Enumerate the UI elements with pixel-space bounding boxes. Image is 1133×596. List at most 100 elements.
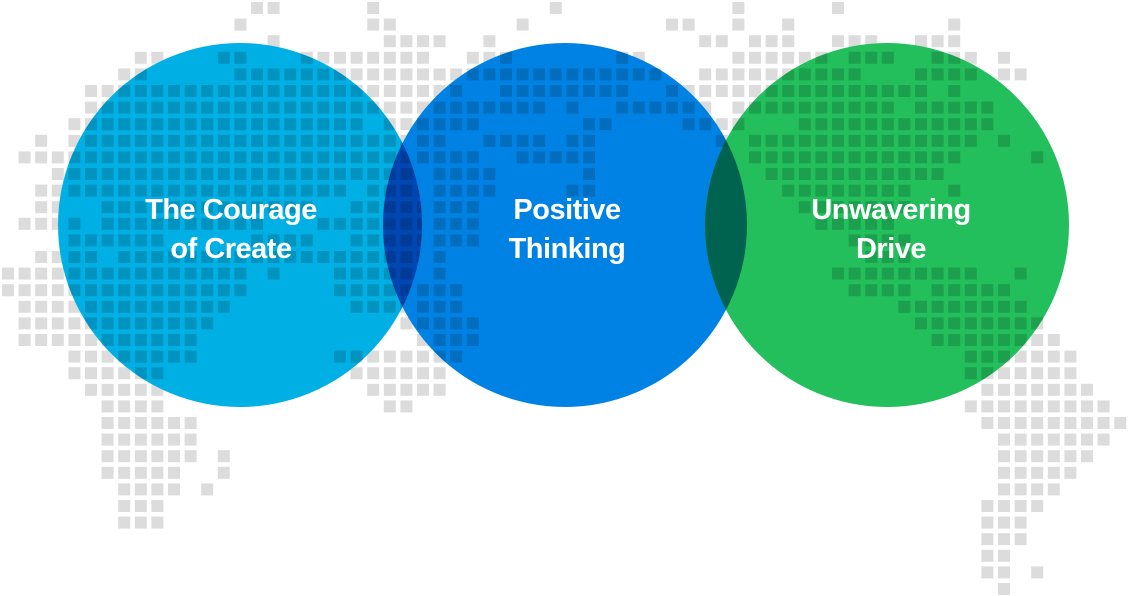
- map-dot: [1014, 383, 1027, 396]
- map-dot-tinted: [118, 184, 131, 197]
- map-dot-tinted: [417, 201, 422, 214]
- map-dot-tinted: [151, 350, 164, 363]
- map-dot-tinted: [815, 201, 828, 214]
- map-dot: [1114, 417, 1127, 429]
- map-dot-tinted: [101, 184, 114, 197]
- map-dot-tinted: [981, 317, 994, 330]
- map-dot-tinted: [217, 134, 230, 147]
- map-dot: [383, 85, 396, 97]
- map-dot-tinted: [284, 118, 297, 131]
- map-dot-tinted: [782, 168, 795, 180]
- map-dot: [998, 433, 1010, 446]
- map-dot-tinted: [466, 151, 479, 164]
- map-dot: [18, 267, 31, 280]
- map-dot-tinted: [782, 101, 795, 114]
- map-dot-tinted: [483, 68, 496, 81]
- map-dot: [1031, 450, 1044, 463]
- map-dot-tinted: [848, 234, 861, 247]
- map-dot-tinted: [798, 134, 811, 147]
- map-dot-tinted: [134, 317, 147, 330]
- map-dot: [101, 85, 114, 97]
- map-dot: [101, 350, 114, 363]
- map-dot-tinted: [798, 85, 811, 97]
- map-dot: [1031, 367, 1044, 380]
- map-dot-tinted: [798, 168, 811, 180]
- map-dot: [699, 68, 712, 81]
- map-dot-tinted: [583, 184, 595, 197]
- map-dot-tinted: [832, 168, 844, 180]
- map-dot: [134, 466, 147, 479]
- map-dot-tinted: [848, 68, 861, 81]
- map-dot-tinted: [334, 168, 346, 180]
- map-dot-tinted: [865, 284, 878, 297]
- map-dot-tinted: [350, 234, 363, 247]
- map-dot: [217, 450, 230, 463]
- map-dot-tinted: [599, 118, 612, 131]
- map-dot: [516, 18, 529, 31]
- map-dot-tinted: [184, 118, 197, 131]
- map-dot-tinted: [948, 101, 961, 114]
- map-dot: [350, 68, 363, 81]
- map-dot-tinted: [881, 51, 894, 64]
- tinted-dots-group: [68, 51, 422, 380]
- map-dot-tinted: [68, 284, 81, 297]
- map-dot: [998, 383, 1010, 396]
- map-dot: [134, 383, 147, 396]
- map-dot-tinted: [118, 334, 131, 346]
- map-dot: [699, 35, 712, 48]
- map-dot: [118, 433, 131, 446]
- map-dot: [732, 51, 745, 64]
- map-dot: [998, 466, 1010, 479]
- map-dot-tinted: [832, 151, 844, 164]
- map-dot: [948, 18, 961, 31]
- map-dot: [251, 2, 263, 14]
- map-dot-tinted: [85, 151, 97, 164]
- map-dot-tinted: [865, 217, 878, 230]
- map-dot-tinted: [234, 134, 247, 147]
- label-positive-line2: Thinking: [509, 233, 626, 265]
- map-dot: [383, 367, 396, 380]
- map-dot: [317, 51, 330, 64]
- map-dot-tinted: [101, 217, 114, 230]
- map-dot-tinted: [433, 118, 446, 131]
- map-dot-tinted: [417, 217, 422, 230]
- map-dot-tinted: [948, 68, 961, 81]
- map-dot-tinted: [417, 284, 429, 297]
- map-dot: [134, 450, 147, 463]
- map-dot-tinted: [201, 101, 214, 114]
- map-dot-tinted: [118, 101, 131, 114]
- map-dot-tinted: [85, 234, 97, 247]
- map-dot: [749, 51, 761, 64]
- map-dot: [715, 85, 728, 97]
- circle-courage: [58, 43, 422, 407]
- map-dot-tinted: [881, 217, 894, 230]
- map-dot: [35, 217, 48, 230]
- map-dot: [400, 85, 413, 97]
- map-dot-tinted: [217, 151, 230, 164]
- map-dot: [981, 533, 994, 546]
- map-dot-tinted: [201, 168, 214, 180]
- map-dot-tinted: [300, 118, 313, 131]
- map-dot: [134, 500, 147, 512]
- map-dot: [151, 500, 164, 512]
- map-dot-tinted: [234, 267, 247, 280]
- map-dot: [417, 383, 429, 396]
- map-dot-tinted: [101, 234, 114, 247]
- map-dot-tinted: [450, 350, 463, 363]
- map-dot: [1031, 334, 1044, 346]
- map-dot: [1014, 450, 1027, 463]
- map-dot-tinted: [383, 300, 396, 313]
- map-dot-tinted: [765, 134, 778, 147]
- map-dot-tinted: [948, 334, 961, 346]
- map-dot-tinted: [848, 184, 861, 197]
- map-dot-tinted: [881, 267, 894, 280]
- map-dot-tinted: [931, 300, 944, 313]
- map-dot-tinted: [599, 68, 612, 81]
- map-dot-tinted: [583, 151, 595, 164]
- map-dot-tinted: [317, 184, 330, 197]
- map-dot-tinted: [649, 68, 662, 81]
- map-dot-tinted: [898, 251, 911, 263]
- map-dot: [1081, 417, 1093, 429]
- map-dot: [433, 383, 446, 396]
- map-dot-tinted: [666, 101, 678, 114]
